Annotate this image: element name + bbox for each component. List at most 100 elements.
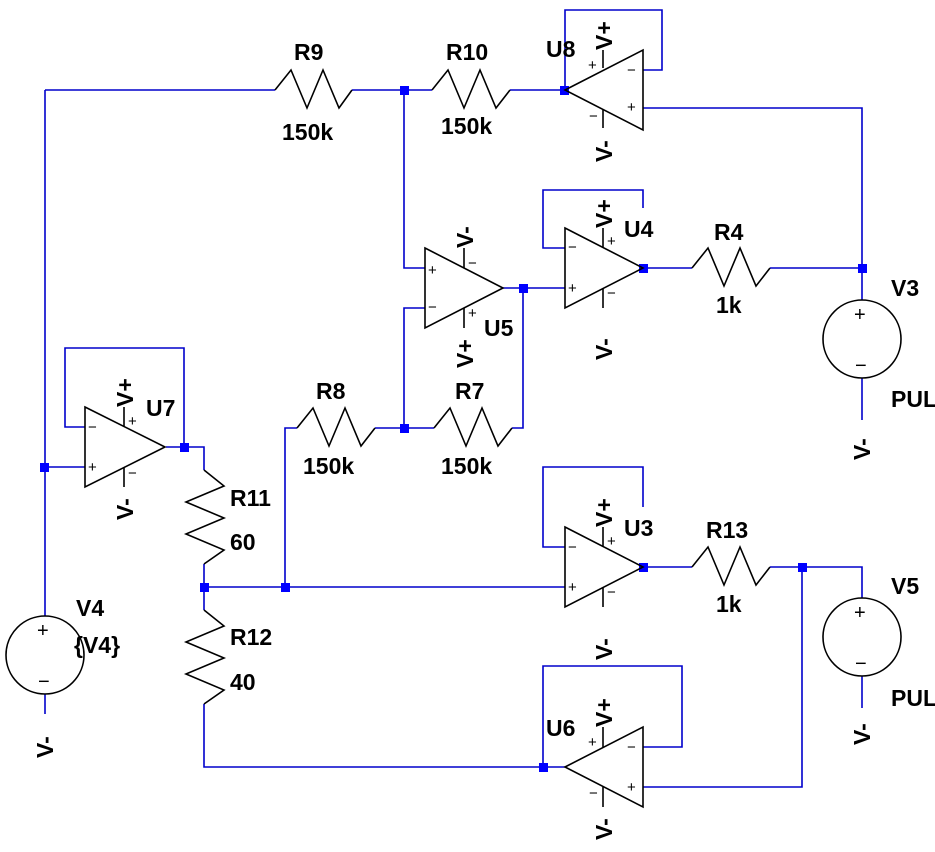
resistor-r7[interactable]: R7 150k bbox=[433, 378, 513, 479]
opamp-vpos-label: V+ bbox=[112, 378, 138, 407]
wire-node-285-to-r8 bbox=[284, 427, 297, 587]
opamp-vneg-minus-sign: − bbox=[589, 785, 598, 802]
opamp-u6[interactable]: − + + − V+ V- U6 bbox=[546, 698, 644, 840]
opamp-vpos-label: V+ bbox=[591, 698, 617, 727]
resistor-value: 1k bbox=[716, 292, 742, 318]
junction-dot[interactable] bbox=[519, 284, 528, 293]
resistor-value: 150k bbox=[282, 119, 333, 145]
resistor-name: R4 bbox=[714, 219, 744, 245]
opamp-vneg-label: V- bbox=[452, 226, 478, 248]
opamp-u5[interactable]: + − − + V- V+ U5 bbox=[424, 226, 514, 368]
opamp-u7[interactable]: − + + − V+ V- U7 bbox=[84, 378, 175, 520]
opamp-triangle bbox=[84, 405, 167, 489]
opamp-vneg-minus-sign: − bbox=[128, 465, 137, 482]
source-value: PUL bbox=[891, 685, 935, 711]
opamp-vneg-minus-sign: − bbox=[607, 584, 616, 601]
resistor-name: R8 bbox=[316, 378, 346, 404]
wire-u5-out-to-r7 bbox=[512, 288, 524, 429]
opamp-vpos-label: V+ bbox=[591, 21, 617, 50]
resistor-r13[interactable]: R13 1k bbox=[691, 517, 771, 617]
resistor-r12[interactable]: R12 40 bbox=[183, 609, 272, 705]
voltage-source-v5[interactable]: + − V5 PUL V- bbox=[822, 573, 935, 745]
opamp-minus-pin: − bbox=[627, 739, 636, 756]
wire-node-802-to-u6-plus bbox=[643, 567, 803, 788]
source-value: PUL bbox=[891, 386, 935, 412]
source-circle bbox=[822, 299, 902, 379]
source-value: {V4} bbox=[74, 632, 120, 658]
opamp-vpos-label: V+ bbox=[591, 199, 617, 228]
resistor-r4[interactable]: R4 1k bbox=[691, 219, 771, 318]
junctions bbox=[40, 86, 867, 772]
voltage-source-v4[interactable]: + − V4 {V4} V- bbox=[5, 595, 120, 758]
opamp-u4[interactable]: − + + − V+ V- U4 bbox=[564, 199, 654, 360]
junction-dot[interactable] bbox=[400, 86, 409, 95]
wire-u8-feedback bbox=[564, 9, 663, 90]
wire-u7-out-to-r11 bbox=[166, 446, 205, 470]
opamp-vpos-plus-sign: + bbox=[607, 233, 616, 250]
resistor-r11[interactable]: R11 60 bbox=[183, 469, 271, 565]
opamp-plus-pin: + bbox=[627, 99, 636, 116]
wire-u8-plus-to-v3 bbox=[643, 107, 863, 268]
source-name: V3 bbox=[891, 275, 919, 301]
opamp-name: U3 bbox=[624, 515, 653, 541]
resistor-name: R7 bbox=[455, 378, 484, 404]
source-name: V4 bbox=[76, 595, 104, 621]
wire-r13-to-v5 bbox=[770, 566, 863, 598]
resistor-r10[interactable]: R10 150k bbox=[431, 39, 511, 139]
resistor-zigzag bbox=[274, 67, 353, 111]
junction-dot[interactable] bbox=[798, 563, 807, 572]
resistor-name: R10 bbox=[446, 39, 488, 65]
opamp-minus-pin: − bbox=[568, 539, 577, 556]
resistor-value: 150k bbox=[441, 453, 492, 479]
junction-dot[interactable] bbox=[180, 443, 189, 452]
junction-dot[interactable] bbox=[400, 424, 409, 433]
resistor-zigzag bbox=[691, 245, 771, 289]
resistor-value: 150k bbox=[441, 113, 492, 139]
opamp-name: U7 bbox=[146, 395, 175, 421]
resistor-name: R11 bbox=[230, 485, 271, 511]
opamp-vpos-plus-sign: + bbox=[588, 734, 597, 751]
junction-dot[interactable] bbox=[539, 763, 548, 772]
opamp-vneg-label: V- bbox=[591, 140, 617, 162]
opamp-minus-pin: − bbox=[88, 419, 97, 436]
resistor-value: 60 bbox=[230, 529, 256, 555]
junction-dot[interactable] bbox=[40, 463, 49, 472]
source-plus-sign: + bbox=[854, 304, 866, 326]
resistor-value: 150k bbox=[303, 453, 354, 479]
resistor-r8[interactable]: R8 150k bbox=[296, 378, 376, 479]
opamp-name: U4 bbox=[624, 216, 654, 242]
opamp-triangle bbox=[563, 725, 644, 809]
junction-dot[interactable] bbox=[200, 583, 209, 592]
opamp-vneg-label: V- bbox=[112, 498, 138, 520]
opamp-plus-pin: + bbox=[88, 459, 97, 476]
wire-u7-feedback bbox=[64, 347, 185, 447]
opamp-vpos-plus-sign: + bbox=[468, 305, 477, 322]
resistor-r9[interactable]: R9 150k bbox=[274, 39, 353, 145]
wire-r4-to-v3 bbox=[770, 267, 863, 300]
resistor-name: R9 bbox=[294, 39, 323, 65]
resistor-zigzag bbox=[691, 544, 771, 588]
source-name: V5 bbox=[891, 573, 919, 599]
resistor-value: 1k bbox=[716, 591, 742, 617]
opamp-vneg-label: V- bbox=[591, 638, 617, 660]
junction-dot[interactable] bbox=[281, 583, 290, 592]
voltage-source-v3[interactable]: + − V3 PUL V- bbox=[822, 275, 935, 460]
source-plus-sign: + bbox=[37, 620, 49, 642]
opamp-u8[interactable]: − + + − V+ V- U8 bbox=[546, 21, 644, 162]
opamp-minus-pin: − bbox=[568, 239, 577, 256]
source-gnd-label: V- bbox=[849, 438, 875, 460]
source-circle bbox=[5, 615, 85, 695]
resistor-zigzag bbox=[183, 469, 227, 565]
opamp-vneg-minus-sign: − bbox=[607, 285, 616, 302]
source-minus-sign: − bbox=[855, 355, 867, 377]
junction-dot[interactable] bbox=[858, 264, 867, 273]
resistor-zigzag bbox=[431, 67, 511, 111]
wire-u3-feedback bbox=[542, 466, 644, 548]
opamp-plus-pin: + bbox=[568, 280, 577, 297]
source-plus-sign: + bbox=[854, 602, 866, 624]
source-gnd-label: V- bbox=[32, 736, 58, 758]
opamp-vpos-plus-sign: + bbox=[128, 413, 137, 430]
opamp-u3[interactable]: − + + − V+ V- U3 bbox=[564, 498, 653, 660]
opamp-vneg-minus-sign: − bbox=[468, 255, 477, 272]
